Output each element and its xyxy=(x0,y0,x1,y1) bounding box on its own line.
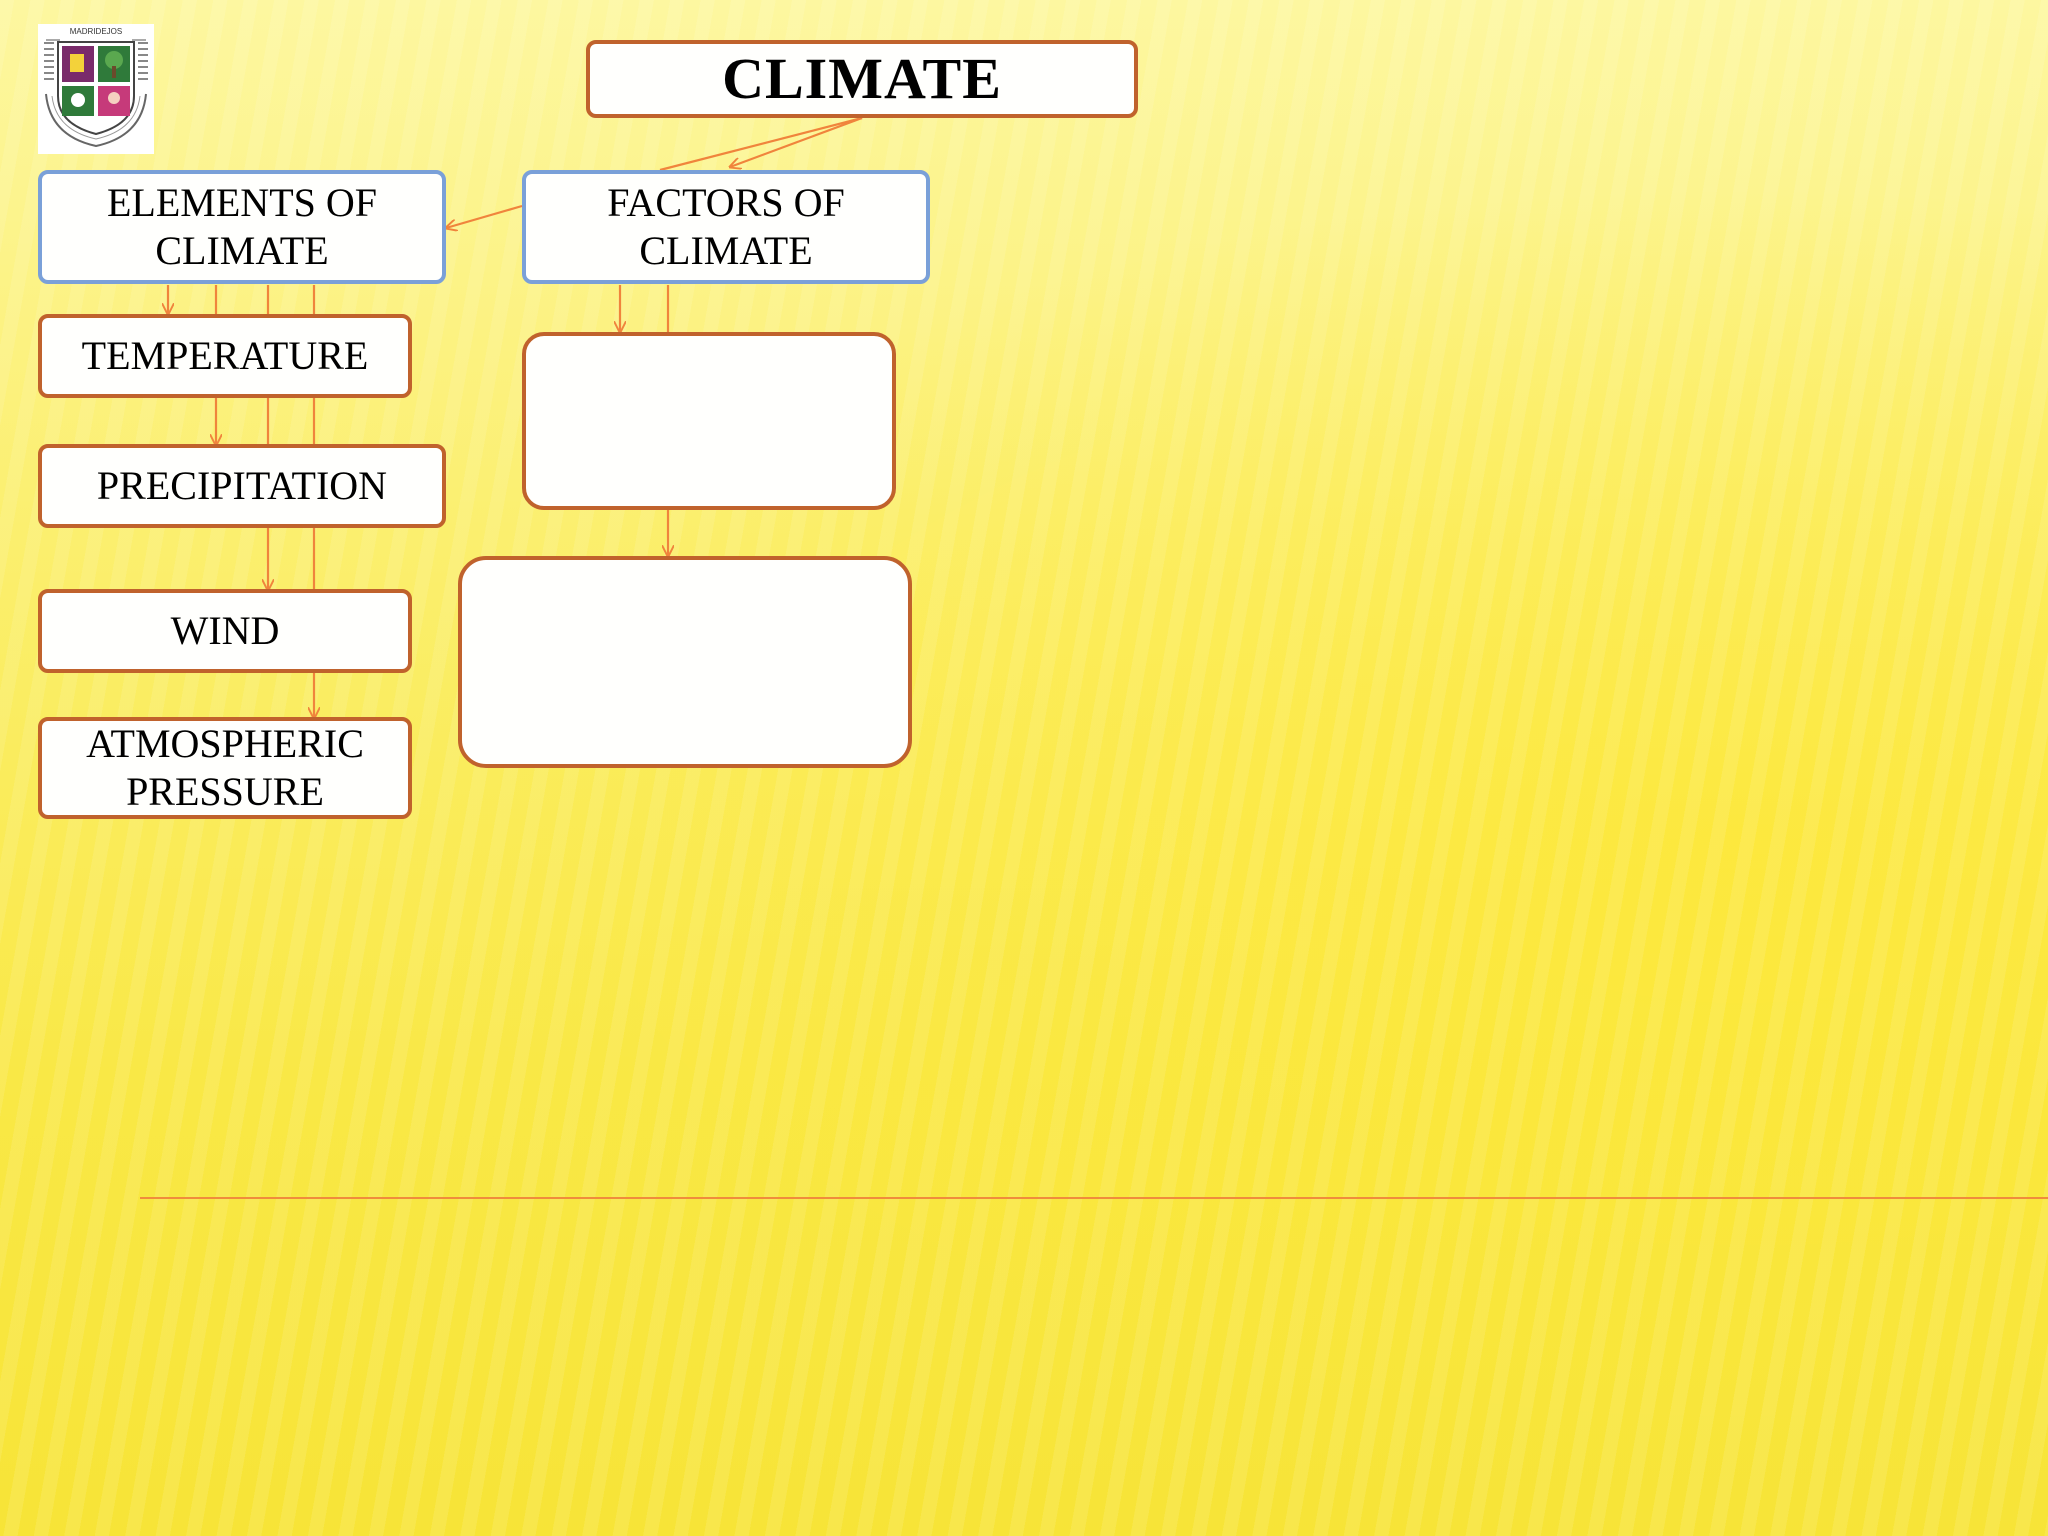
atmospheric-pressure-box: ATMOSPHERIC PRESSURE xyxy=(38,717,412,819)
factor-box-2 xyxy=(458,556,912,768)
temperature-label: TEMPERATURE xyxy=(81,333,369,378)
arrow-into-elements xyxy=(446,204,523,228)
factors-of-climate-label: FACTORS OF CLIMATE xyxy=(607,180,845,273)
title-box: CLIMATE xyxy=(586,40,1138,118)
factor-box-1 xyxy=(522,332,896,510)
elements-of-climate-label: ELEMENTS OF CLIMATE xyxy=(107,180,377,273)
precipitation-label: PRECIPITATION xyxy=(96,463,388,508)
line-title-to-elements xyxy=(659,116,863,172)
atmospheric-pressure-label: ATMOSPHERIC PRESSURE xyxy=(86,721,364,814)
wind-box: WIND xyxy=(38,589,412,673)
factors-of-climate-box: FACTORS OF CLIMATE xyxy=(522,170,930,284)
crest-icon: MADRIDEJOS xyxy=(44,27,148,148)
crest-top-text: MADRIDEJOS xyxy=(70,27,122,36)
school-crest-logo: MADRIDEJOS xyxy=(38,24,154,154)
title-label: CLIMATE xyxy=(722,46,1002,111)
temperature-box: TEMPERATURE xyxy=(38,314,412,398)
arrow-title-to-factors xyxy=(730,116,863,167)
elements-of-climate-box: ELEMENTS OF CLIMATE xyxy=(38,170,446,284)
wind-label: WIND xyxy=(170,608,280,653)
precipitation-box: PRECIPITATION xyxy=(38,444,446,528)
